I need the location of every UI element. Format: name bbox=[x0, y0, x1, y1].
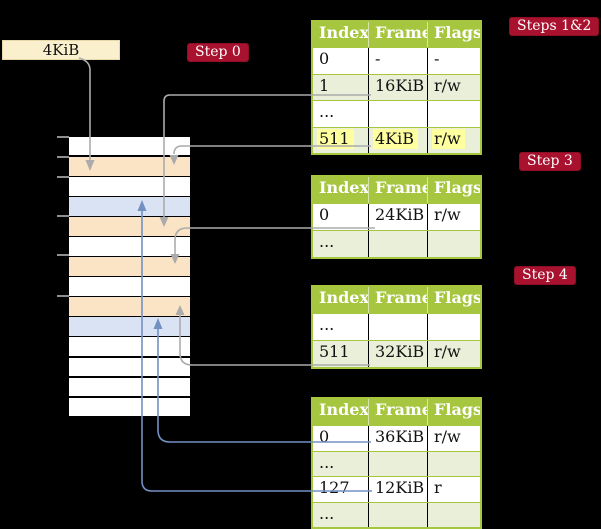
table-row: ... bbox=[313, 230, 480, 257]
table-cell bbox=[427, 101, 480, 127]
table-row: ... bbox=[313, 313, 480, 340]
table-header-cell: Frame bbox=[368, 287, 427, 313]
table-row: 0 -- bbox=[313, 47, 480, 74]
table-cell bbox=[368, 231, 427, 257]
badge-step-0: Step 0 bbox=[187, 43, 249, 62]
table-row: ... bbox=[313, 100, 480, 127]
memory-frame-row-peach bbox=[69, 257, 190, 276]
memory-frame-row-peach bbox=[69, 157, 190, 176]
tick-mark bbox=[57, 176, 69, 178]
table-cell: 36KiB bbox=[368, 426, 427, 451]
table-cell: 4KiB bbox=[368, 127, 427, 153]
table-cell: ... bbox=[319, 503, 335, 523]
highlighted-value: 4KiB bbox=[373, 128, 419, 149]
table-header-cell: Index bbox=[319, 23, 368, 42]
table-row: 511 4KiB r/w bbox=[313, 126, 480, 154]
page-size-box: 4KiB bbox=[2, 40, 120, 60]
badge-step-4: Step 4 bbox=[514, 266, 576, 285]
table-cell: r/w bbox=[427, 204, 480, 230]
tick-mark bbox=[57, 215, 69, 217]
table-cell: r/w bbox=[427, 341, 480, 367]
table-cell bbox=[368, 314, 427, 340]
table-cell: 0 bbox=[319, 427, 330, 446]
table-cell: ... bbox=[319, 232, 335, 251]
memory-frame-row-white bbox=[69, 357, 190, 376]
table-header-cell: Flags bbox=[427, 177, 480, 203]
memory-frame-row-peach bbox=[69, 297, 190, 316]
table-row: ... bbox=[313, 450, 480, 476]
table-cell: r bbox=[427, 477, 480, 502]
table-cell: 127 bbox=[319, 478, 350, 497]
memory-frame-row-blue bbox=[69, 317, 190, 336]
badge-step-3: Step 3 bbox=[519, 152, 581, 171]
table-cell: ... bbox=[319, 102, 335, 121]
tick-mark bbox=[57, 254, 69, 256]
table-cell: r/w bbox=[427, 426, 480, 451]
tick-mark bbox=[57, 295, 69, 297]
table-cell bbox=[427, 451, 480, 476]
table-header-cell: Frame bbox=[368, 22, 427, 47]
memory-frame-row-white bbox=[69, 397, 190, 417]
table-cell: ... bbox=[319, 315, 335, 334]
tick-mark bbox=[57, 156, 69, 158]
memory-frame-row-white bbox=[69, 377, 190, 397]
memory-frame-row-white bbox=[69, 337, 190, 356]
highlighted-value: r/w bbox=[432, 128, 465, 149]
table-row: ... bbox=[313, 501, 480, 527]
table-cell: 511 bbox=[313, 128, 368, 154]
table-cell: 12KiB bbox=[368, 477, 427, 502]
table-cell: 1 bbox=[319, 75, 330, 95]
table-cell: 0 bbox=[319, 49, 330, 68]
memory-frame-row-white bbox=[69, 277, 190, 296]
memory-frame-row-blue bbox=[69, 197, 190, 216]
badge-steps-1-2: Steps 1&2 bbox=[509, 17, 600, 36]
memory-frame-row-white bbox=[69, 237, 190, 256]
table-header-cell: Index bbox=[319, 400, 368, 419]
table-header-cell: Index bbox=[319, 288, 368, 307]
table-header-cell: Frame bbox=[368, 399, 427, 425]
tick-mark bbox=[57, 136, 69, 138]
table-cell: 32KiB bbox=[368, 341, 427, 367]
table-cell bbox=[427, 231, 480, 257]
table-header-cell: Flags bbox=[427, 22, 480, 47]
table-cell: - bbox=[368, 48, 427, 74]
table-cell: 16KiB bbox=[368, 74, 427, 100]
memory-frame-row-peach bbox=[69, 217, 190, 236]
table-cell: r/w bbox=[427, 74, 480, 100]
table-cell: r/w bbox=[427, 127, 480, 153]
memory-frame-row-white bbox=[69, 137, 190, 156]
table-header-cell: Flags bbox=[427, 287, 480, 313]
memory-frame-row-white bbox=[69, 177, 190, 196]
table-cell: 511 bbox=[319, 342, 350, 361]
table-cell bbox=[368, 101, 427, 127]
table-cell: 0 bbox=[319, 205, 330, 224]
table-cell: 24KiB bbox=[368, 204, 427, 230]
table-cell bbox=[368, 451, 427, 476]
table-header-cell: Flags bbox=[427, 399, 480, 425]
table-cell bbox=[427, 314, 480, 340]
table-header-cell: Frame bbox=[368, 177, 427, 203]
table-cell bbox=[368, 502, 427, 527]
table-cell: - bbox=[427, 48, 480, 74]
table-header-cell: Index bbox=[319, 178, 368, 197]
table-cell: ... bbox=[319, 452, 335, 472]
table-cell bbox=[427, 502, 480, 527]
highlighted-value: 511 bbox=[317, 128, 354, 149]
physical-memory-stack bbox=[69, 137, 190, 417]
